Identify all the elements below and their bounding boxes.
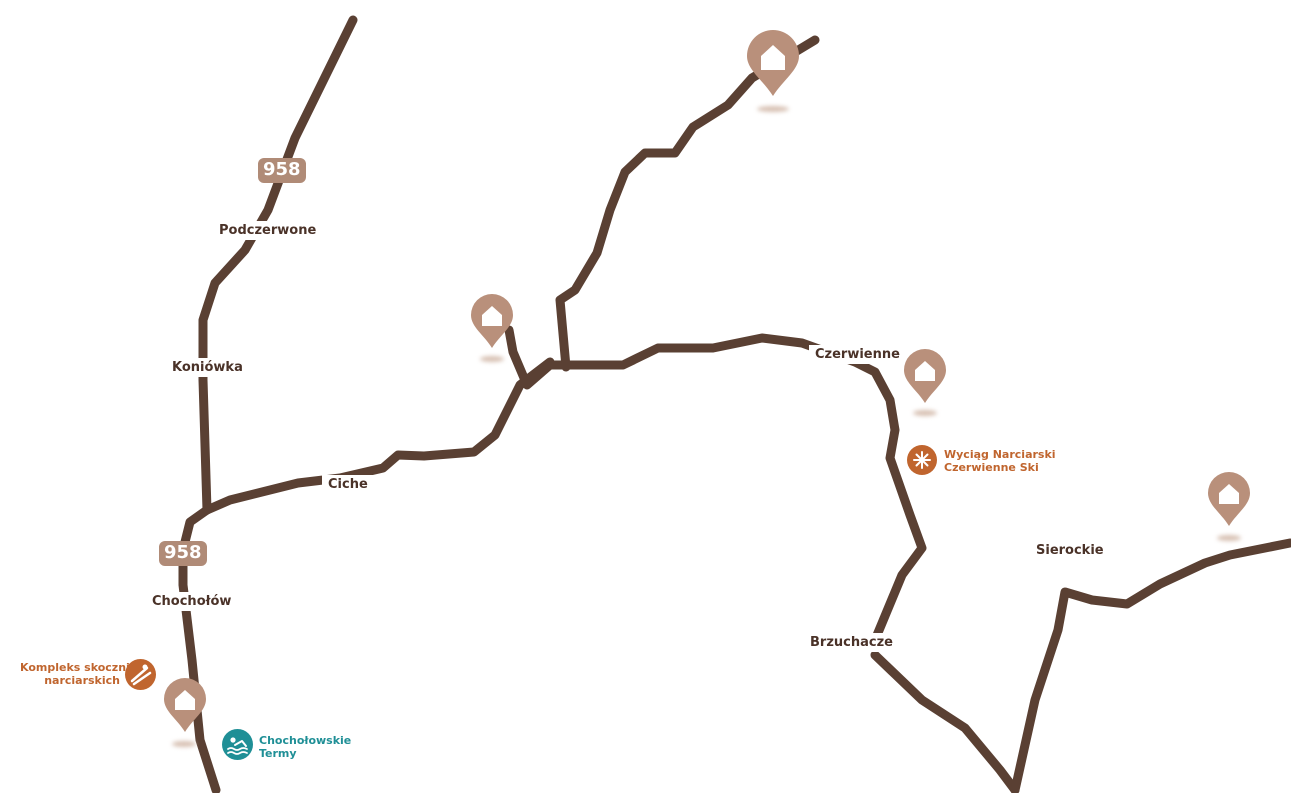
place-brzuchacze[interactable]: Brzuchacze [804, 633, 899, 652]
pin-shadow [480, 356, 504, 362]
pin-house-sierockie[interactable] [1206, 470, 1252, 528]
road-958-south [178, 505, 221, 793]
road-ciche-pin-spur [504, 325, 555, 390]
road-czerwienne [543, 333, 927, 645]
poi-thermal-baths-line1: Chochołowskie [259, 734, 352, 747]
swimmer-icon[interactable] [222, 729, 253, 760]
poi-ski-lift-label[interactable]: Wyciąg Narciarski Czerwienne Ski [944, 448, 1056, 474]
ski-lift-icon[interactable] [907, 445, 937, 475]
road-958-north [198, 15, 358, 515]
poi-ski-jumps-label[interactable]: Kompleks skoczni narciarskich [20, 661, 130, 687]
pin-shadow [172, 741, 196, 747]
pin-shadow [1217, 535, 1241, 541]
house-icon [747, 30, 799, 96]
poi-ski-jumps-line2: narciarskich [44, 673, 120, 687]
pin-shadow [757, 106, 789, 112]
route-958-badge-south: 958 [159, 541, 207, 566]
pin-house-north[interactable] [745, 28, 801, 98]
house-icon [471, 294, 513, 348]
poi-ski-jumps-line1: Kompleks skoczni [20, 661, 130, 674]
poi-ski-lift-line1: Wyciąg Narciarski [944, 448, 1056, 461]
ski-jump-icon[interactable] [125, 659, 156, 690]
place-ciche[interactable]: Ciche [322, 475, 374, 494]
place-chocholow[interactable]: Chochołów [146, 592, 238, 611]
place-sierockie[interactable]: Sierockie [1030, 541, 1110, 560]
place-czerwienne[interactable]: Czerwienne [809, 345, 906, 364]
place-podczerwone[interactable]: Podczerwone [213, 221, 323, 240]
road-ciche [202, 357, 555, 515]
poi-thermal-baths-line2: Termy [259, 746, 297, 760]
road-north-branch [555, 35, 820, 372]
road-sierockie [1010, 538, 1291, 793]
pin-shadow [913, 410, 937, 416]
pin-house-ciche[interactable] [469, 292, 515, 350]
house-icon [164, 678, 206, 732]
place-koniowka[interactable]: Koniówka [166, 358, 249, 377]
poi-ski-lift-line2: Czerwienne Ski [944, 460, 1039, 474]
road-brzuchacze-south [870, 650, 1020, 793]
route-958-badge-north: 958 [258, 158, 306, 183]
poi-thermal-baths-label[interactable]: Chochołowskie Termy [259, 734, 352, 760]
house-icon [1208, 472, 1250, 526]
pin-house-chocholow[interactable] [162, 676, 208, 734]
house-icon [904, 349, 946, 403]
pin-house-czerwienne[interactable] [902, 347, 948, 405]
